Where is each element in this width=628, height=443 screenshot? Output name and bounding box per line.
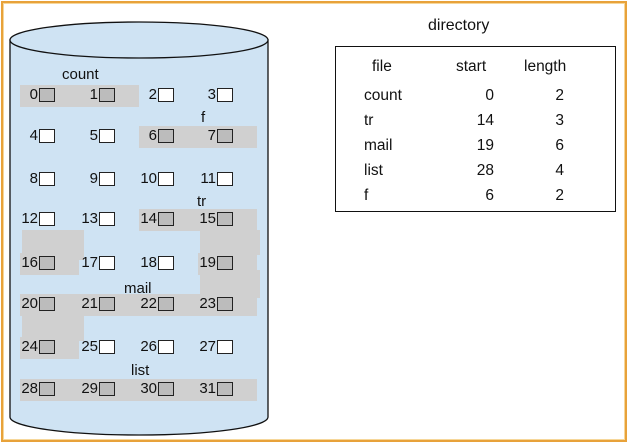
block-number: 16 — [21, 254, 38, 271]
block-number: 2 — [148, 86, 157, 103]
free-block-box — [99, 212, 115, 226]
allocated-block-box — [39, 382, 55, 396]
block-number: 17 — [81, 254, 98, 271]
directory-table: file start length count 0 2 tr 14 3 mail 19 6 list 28… — [335, 46, 616, 212]
block-number: 15 — [199, 210, 216, 227]
directory-start: 0 — [485, 87, 494, 104]
directory-file-name: f — [364, 187, 369, 204]
block-number: 19 — [199, 254, 216, 271]
block-number: 9 — [89, 170, 98, 187]
free-block-box — [158, 172, 174, 186]
directory-file-name: tr — [364, 112, 374, 129]
block-number: 8 — [29, 170, 38, 187]
allocated-block-box — [217, 212, 233, 226]
allocated-block-box — [217, 297, 233, 311]
allocated-block-box — [158, 297, 174, 311]
disk-file-label: count — [62, 66, 99, 83]
block-number: 20 — [21, 295, 38, 312]
allocated-block-box — [217, 256, 233, 270]
free-block-box — [158, 256, 174, 270]
allocated-block-box — [158, 212, 174, 226]
allocated-region — [20, 294, 257, 316]
allocated-connector — [22, 311, 84, 341]
allocated-block-box — [99, 88, 115, 102]
directory-header: start — [456, 58, 487, 75]
directory-start: 14 — [476, 112, 494, 129]
block-number: 12 — [21, 210, 38, 227]
disk-file-label: list — [131, 362, 150, 379]
block-number: 29 — [81, 380, 98, 397]
block-number: 21 — [81, 295, 98, 312]
directory-length: 2 — [555, 187, 564, 204]
free-block-box — [217, 172, 233, 186]
free-block-box — [39, 129, 55, 143]
disk-file-label: mail — [124, 280, 152, 297]
block-number: 3 — [207, 86, 216, 103]
block-number: 10 — [140, 170, 157, 187]
block-number: 1 — [89, 86, 98, 103]
directory-start: 19 — [476, 137, 494, 154]
allocated-block-box — [217, 129, 233, 143]
block-number: 13 — [81, 210, 98, 227]
block-number: 5 — [89, 127, 98, 144]
block-number: 14 — [140, 210, 157, 227]
block-number: 30 — [140, 380, 157, 397]
free-block-box — [39, 172, 55, 186]
free-block-box — [99, 256, 115, 270]
block-number: 31 — [199, 380, 216, 397]
block-number: 26 — [140, 338, 157, 355]
allocated-block-box — [99, 382, 115, 396]
allocated-region — [20, 379, 257, 401]
directory-length: 2 — [555, 87, 564, 104]
block-number: 28 — [21, 380, 38, 397]
free-block-box — [99, 129, 115, 143]
allocated-block-box — [39, 340, 55, 354]
directory-header: length — [524, 58, 567, 75]
free-block-box — [217, 88, 233, 102]
allocated-connector — [200, 270, 260, 298]
directory-length: 6 — [555, 137, 564, 154]
allocated-block-box — [217, 382, 233, 396]
block-number: 7 — [207, 127, 216, 144]
block-number: 4 — [29, 127, 38, 144]
directory-file-name: count — [364, 87, 402, 104]
block-number: 25 — [81, 338, 98, 355]
block-number: 27 — [199, 338, 216, 355]
directory-file-name: list — [364, 162, 383, 179]
cylinder-top — [9, 21, 269, 59]
block-number: 22 — [140, 295, 157, 312]
allocated-connector — [200, 230, 260, 255]
block-number: 23 — [199, 295, 216, 312]
directory-file-name: mail — [364, 137, 393, 154]
directory-length: 3 — [555, 112, 564, 129]
allocated-block-box — [39, 297, 55, 311]
free-block-box — [158, 88, 174, 102]
disk-file-label: tr — [197, 193, 207, 210]
free-block-box — [99, 340, 115, 354]
allocated-connector — [22, 230, 84, 260]
directory-length: 4 — [555, 162, 564, 179]
free-block-box — [99, 172, 115, 186]
allocated-block-box — [99, 297, 115, 311]
allocated-block-box — [39, 256, 55, 270]
allocated-block-box — [39, 88, 55, 102]
directory-title: directory — [428, 17, 490, 34]
disk-file-label: f — [201, 109, 206, 126]
free-block-box — [158, 340, 174, 354]
free-block-box — [39, 212, 55, 226]
directory-header: file — [372, 58, 392, 75]
directory-start: 28 — [476, 162, 494, 179]
block-number: 0 — [29, 86, 38, 103]
block-number: 18 — [140, 254, 157, 271]
block-number: 6 — [148, 127, 157, 144]
allocated-block-box — [158, 382, 174, 396]
block-number: 24 — [21, 338, 38, 355]
block-number: 11 — [200, 170, 216, 187]
directory-start: 6 — [485, 187, 494, 204]
free-block-box — [217, 340, 233, 354]
allocated-block-box — [158, 129, 174, 143]
